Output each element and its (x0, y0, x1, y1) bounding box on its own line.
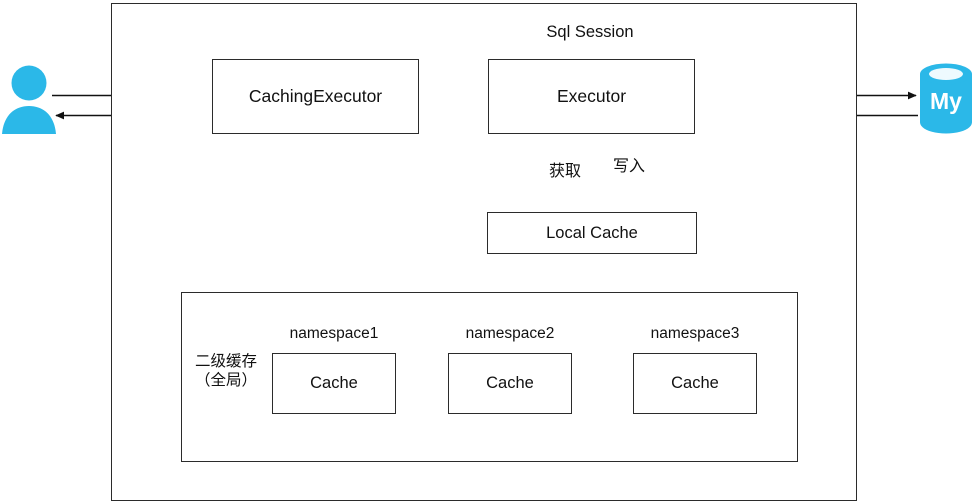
user-icon (2, 62, 56, 136)
namespace-label-2: namespace2 (465, 325, 555, 342)
fetch-flow-label: 获取 (548, 163, 581, 180)
user-person-icon (2, 65, 56, 134)
local-cache-node[interactable]: Local Cache (487, 212, 697, 254)
second-level-cache-title-line2: （全局） (194, 372, 257, 390)
executor-node[interactable]: Executor (488, 59, 695, 134)
second-level-cache-title: 二级缓存 （全局） (185, 352, 267, 391)
namespace-cache-box-3[interactable]: Cache (633, 353, 757, 414)
second-level-cache-title-line1: 二级缓存 (194, 353, 257, 370)
namespace-cache-box-2[interactable]: Cache (448, 353, 572, 414)
caching-executor-node[interactable]: CachingExecutor (212, 59, 419, 134)
mysql-database-icon: My (918, 62, 974, 134)
namespace-label-3: namespace3 (650, 325, 740, 342)
write-flow-label: 写入 (612, 158, 645, 175)
namespace-cache-box-1[interactable]: Cache (272, 353, 396, 414)
sql-session-title: Sql Session (546, 23, 634, 41)
namespace-label-1: namespace1 (289, 325, 379, 342)
mysql-icon-label: My (930, 88, 962, 114)
mysql-database-cylinder-icon: My (920, 63, 972, 134)
